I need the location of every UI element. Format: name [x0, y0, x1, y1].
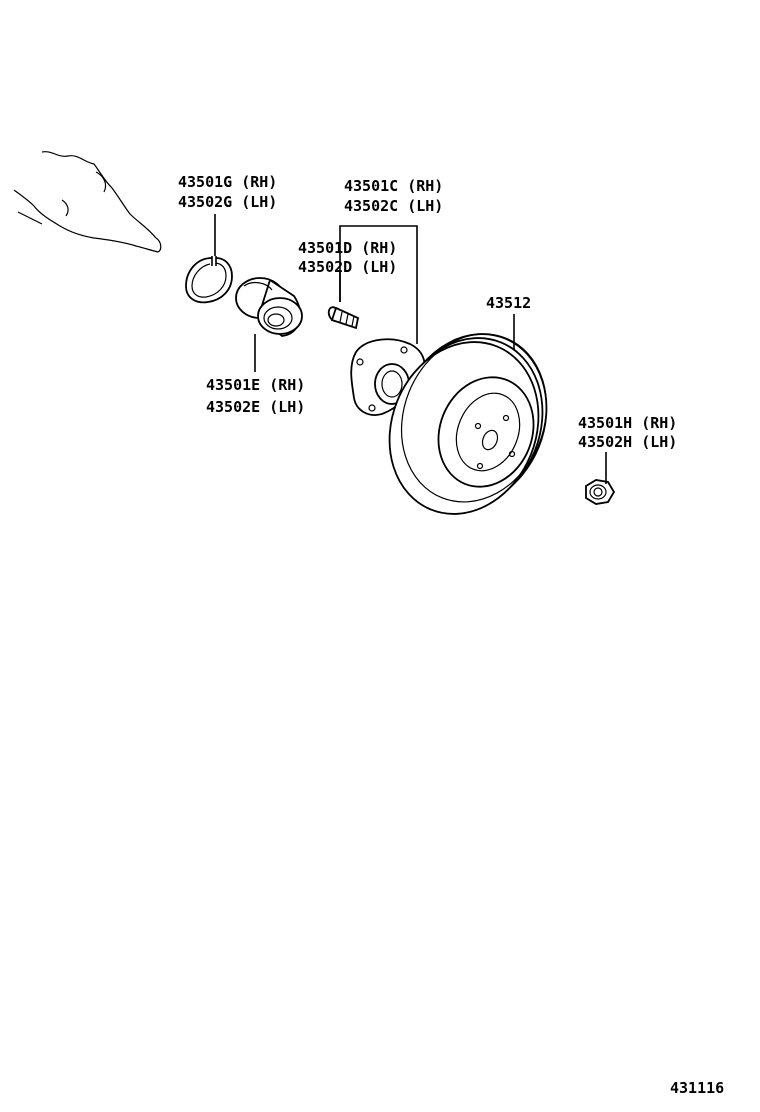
snap-ring-label-lh: 43502G (LH) [178, 193, 277, 211]
hub-bolt [327, 306, 360, 330]
figure-number: 431116 [670, 1079, 724, 1097]
snap-ring [185, 256, 233, 304]
rotor-label: 43512 [486, 294, 531, 312]
hub-nut [585, 479, 616, 505]
leader-lines [214, 214, 607, 484]
snap-ring-label-rh: 43501G (RH) [178, 173, 277, 191]
bearing-label-rh: 43501E (RH) [206, 376, 305, 394]
hub-bolt-label-lh: 43502D (LH) [298, 258, 397, 276]
nut-label-lh: 43502H (LH) [578, 433, 677, 451]
hub-bearing [235, 277, 303, 337]
hub-bolt-label-rh: 43501D (RH) [298, 239, 397, 257]
nut-label-rh: 43501H (RH) [578, 414, 677, 432]
pointing-hand-icon [13, 151, 162, 253]
hub-label-rh: 43501C (RH) [344, 177, 443, 195]
bearing-label-lh: 43502E (LH) [206, 398, 305, 416]
brake-disc-rotor [388, 333, 548, 515]
hub-label-lh: 43502C (LH) [344, 197, 443, 215]
